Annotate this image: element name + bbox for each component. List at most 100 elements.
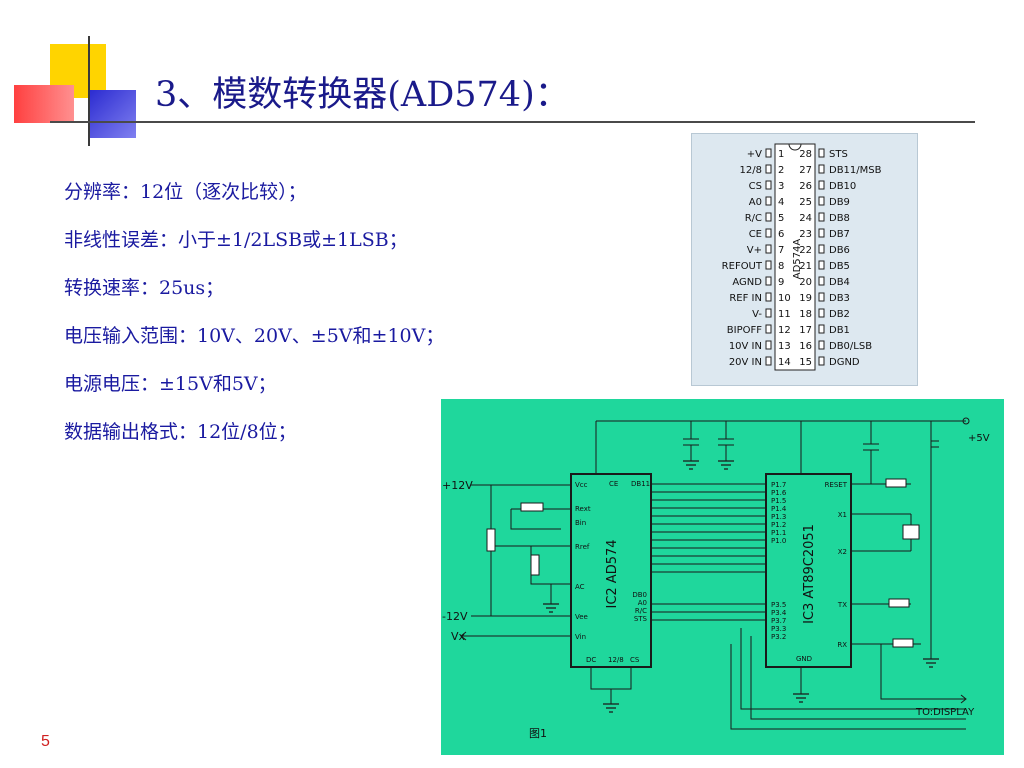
pinout-left-pin-name: AGND (732, 277, 762, 288)
spec-resolution: 分辨率：12位（逐次比较）； (64, 181, 307, 203)
ic3-pin-label: P1.3 (771, 513, 786, 521)
pinout-right-pin-stub (818, 276, 825, 286)
label-to-display: TO:DISPLAY (915, 707, 975, 718)
title-deco-red-block (14, 85, 74, 123)
gnd-symbol-right (923, 658, 939, 668)
pinout-left-pin-name: +V (747, 149, 762, 160)
pinout-right-pin-stub (818, 196, 825, 206)
pinout-left-pin-stub (765, 148, 772, 158)
pinout-left-pin-stub (765, 340, 772, 350)
pinout-chip-label: AD574A (792, 239, 803, 280)
ic2-pin-label: AC (575, 583, 585, 591)
pinout-left-pin-stub (765, 228, 772, 238)
pinout-left-pin-number: 13 (778, 341, 791, 352)
resistor-r10 (888, 598, 910, 608)
pinout-right-pin-number: 28 (799, 149, 812, 160)
pinout-right-pin-number: 24 (799, 213, 812, 224)
spec-nonlinearity: 非线性误差：小于±1/2LSB或±1LSB； (64, 229, 408, 251)
ic2-pin-label: Vee (575, 613, 588, 621)
resistor-r8 (885, 478, 907, 488)
ic2-pin-label: Vcc (575, 481, 588, 489)
pinout-left-pin-name: BIPOFF (727, 325, 762, 336)
figure-label: 图1 (529, 727, 547, 740)
resistor-r11 (892, 638, 914, 648)
pinout-right-pin-name: DB11/MSB (829, 165, 882, 176)
ic3-pin-label: P3.5 (771, 601, 786, 609)
spec-conversion-rate: 转换速率：25us； (64, 277, 225, 299)
pinout-left-pin-number: 9 (778, 277, 784, 288)
spec-output-format: 数据输出格式：12位/8位； (64, 421, 297, 443)
ic2-body (570, 473, 652, 668)
pinout-left-pin-name: CE (749, 229, 762, 240)
pinout-chip-notch (788, 143, 802, 151)
ic2-pin-label: CS (630, 656, 640, 664)
pinout-right-pin-stub (818, 244, 825, 254)
pinout-right-pin-number: 16 (799, 341, 812, 352)
label-plus12v: +12V (442, 479, 473, 492)
ic2-pin-label: DB11 (631, 480, 650, 488)
pinout-right-pin-number: 21 (799, 261, 812, 272)
gnd-symbol-c8 (683, 460, 699, 470)
pinout-right-pin-stub (818, 260, 825, 270)
title-deco-blue-block (88, 90, 136, 138)
pinout-left-pin-stub (765, 212, 772, 222)
ic3-pin-label: P1.6 (771, 489, 787, 497)
ic3-pin-label: P1.1 (771, 529, 786, 537)
pinout-right-pin-name: DB8 (829, 213, 850, 224)
cap-c12 (931, 440, 939, 448)
pinout-left-pin-name: A0 (749, 197, 762, 208)
ic2-pin-label: DB0 (632, 591, 647, 599)
ic3-pin-label: P3.4 (771, 609, 787, 617)
wire-data-bus (651, 483, 766, 573)
pinout-right-pin-name: DB1 (829, 325, 850, 336)
ic3-pin-label: TX (837, 601, 847, 609)
ic2-pin-label: CE (609, 480, 618, 488)
pinout-right-pin-name: DB5 (829, 261, 850, 272)
ic3-pin-label: P3.2 (771, 633, 786, 641)
pinout-left-pin-name: REFOUT (722, 261, 763, 272)
gnd-symbol-ac (543, 603, 559, 613)
gnd-symbol-ic3 (793, 693, 809, 703)
pinout-left-pin-stub (765, 260, 772, 270)
pinout-left-pin-name: 20V IN (729, 357, 762, 368)
pinout-left-pin-stub (765, 356, 772, 366)
crystal-x1 (902, 524, 920, 540)
pinout-left-pin-name: 10V IN (729, 341, 762, 352)
pinout-left-pin-stub (765, 180, 772, 190)
pinout-left-pin-number: 3 (778, 181, 784, 192)
cap-c8 (683, 421, 699, 461)
ic3-left-pin-labels: P1.7P1.6P1.5P1.4P1.3P1.2P1.1P1.0P3.5P3.4… (771, 481, 787, 641)
pinout-right-pin-name: STS (829, 149, 848, 160)
wire-ic3-right (851, 483, 921, 645)
pinout-right-pin-name: DB4 (829, 277, 850, 288)
ic3-pin-label: P1.5 (771, 497, 786, 505)
pinout-left-pin-name: V+ (747, 245, 762, 256)
spec-input-range: 电压输入范围：10V、20V、±5V和±10V； (64, 325, 445, 347)
slide-page-number: 5 (41, 733, 50, 750)
pinout-right-pin-name: DB0/LSB (829, 341, 872, 352)
ic2-pin-label: Vin (575, 633, 586, 641)
ic3-pin-label: P1.0 (771, 537, 786, 545)
pinout-right-pin-name: DGND (829, 357, 860, 368)
pinout-left-pin-number: 12 (778, 325, 791, 336)
display-arrow-icon (956, 694, 967, 704)
resistor-r5 (530, 554, 540, 576)
pinout-right-pin-number: 19 (799, 293, 812, 304)
resistor-rext (520, 502, 544, 512)
ic2-pin-label: DC (586, 656, 596, 664)
ic2-label: IC2 AD574 (605, 539, 620, 608)
pinout-right-pin-stub (818, 324, 825, 334)
label-minus12v: -12V (442, 610, 468, 623)
pinout-left-pin-number: 4 (778, 197, 784, 208)
ic2-pin-label: Rext (575, 505, 591, 513)
gnd-symbol-c9 (718, 460, 734, 470)
pinout-right-pin-number: 22 (799, 245, 812, 256)
ic2-pin-label: Rref (575, 543, 590, 551)
pinout-right-pin-number: 20 (799, 277, 812, 288)
ic2-pin-label: 12/8 (608, 656, 624, 664)
ic2-pin-label: Bin (575, 519, 586, 527)
pinout-left-pin-number: 5 (778, 213, 784, 224)
